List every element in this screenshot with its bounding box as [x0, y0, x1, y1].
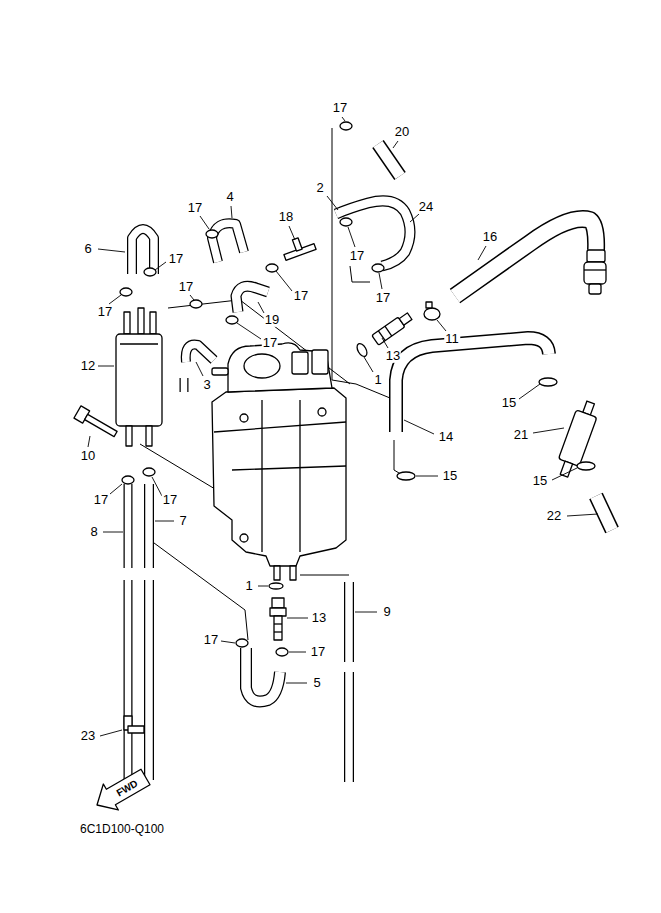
callout-number: 17 [310, 645, 326, 659]
direction-mark: FWD [114, 777, 141, 799]
callout-number: 17 [262, 336, 278, 350]
callout-number: 14 [438, 430, 454, 444]
callout-number: 7 [178, 514, 187, 528]
callout-number: 21 [513, 428, 529, 442]
callout-number: 8 [89, 525, 98, 539]
forward-arrow [90, 764, 153, 818]
quick-connector [584, 250, 606, 294]
callout-number: 20 [394, 125, 410, 139]
callout-number: 2 [315, 181, 324, 195]
callout-number: 13 [385, 349, 401, 363]
callout-number: 10 [80, 449, 96, 463]
callout-number: 15 [442, 469, 458, 483]
callout-number: 17 [375, 291, 391, 305]
diagram-code: 6C1D100-Q100 [79, 823, 165, 836]
fittings [124, 302, 440, 733]
callout-number: 19 [264, 313, 280, 327]
callout-number: 17 [168, 252, 184, 266]
callout-number: 18 [278, 210, 294, 224]
callout-number: 15 [501, 396, 517, 410]
callout-number: 22 [546, 509, 562, 523]
fuel-unit [212, 343, 346, 580]
callout-number: 17 [293, 289, 309, 303]
callout-number: 17 [187, 201, 203, 215]
hose-clips [397, 378, 595, 480]
callout-number: 1 [244, 579, 253, 593]
callout-number: 23 [80, 729, 96, 743]
callout-number: 5 [312, 676, 321, 690]
fuel-filter [554, 399, 601, 480]
callout-number: 3 [202, 378, 211, 392]
leader-lines [88, 117, 598, 736]
callout-number: 17 [178, 280, 194, 294]
bolt [74, 406, 119, 440]
t-joint [280, 233, 316, 260]
callout-number: 17 [332, 101, 348, 115]
callout-number: 4 [225, 190, 234, 204]
callout-number: 6 [83, 242, 92, 256]
hose-clamps [120, 122, 384, 656]
callout-number: 17 [93, 493, 109, 507]
callout-number: 17 [203, 633, 219, 647]
callout-number: 9 [382, 605, 391, 619]
callout-number: 1 [373, 373, 382, 387]
callout-number: 11 [444, 332, 460, 346]
separator-box [116, 308, 162, 446]
fuel-hoses [128, 144, 612, 782]
callout-number: 15 [532, 474, 548, 488]
callout-number: 12 [80, 359, 96, 373]
callout-number: 17 [162, 493, 178, 507]
callout-number: 17 [97, 305, 113, 319]
callout-number: 17 [349, 249, 365, 263]
callout-number: 16 [482, 230, 498, 244]
callout-number: 13 [311, 611, 327, 625]
callout-number: 24 [418, 200, 434, 214]
